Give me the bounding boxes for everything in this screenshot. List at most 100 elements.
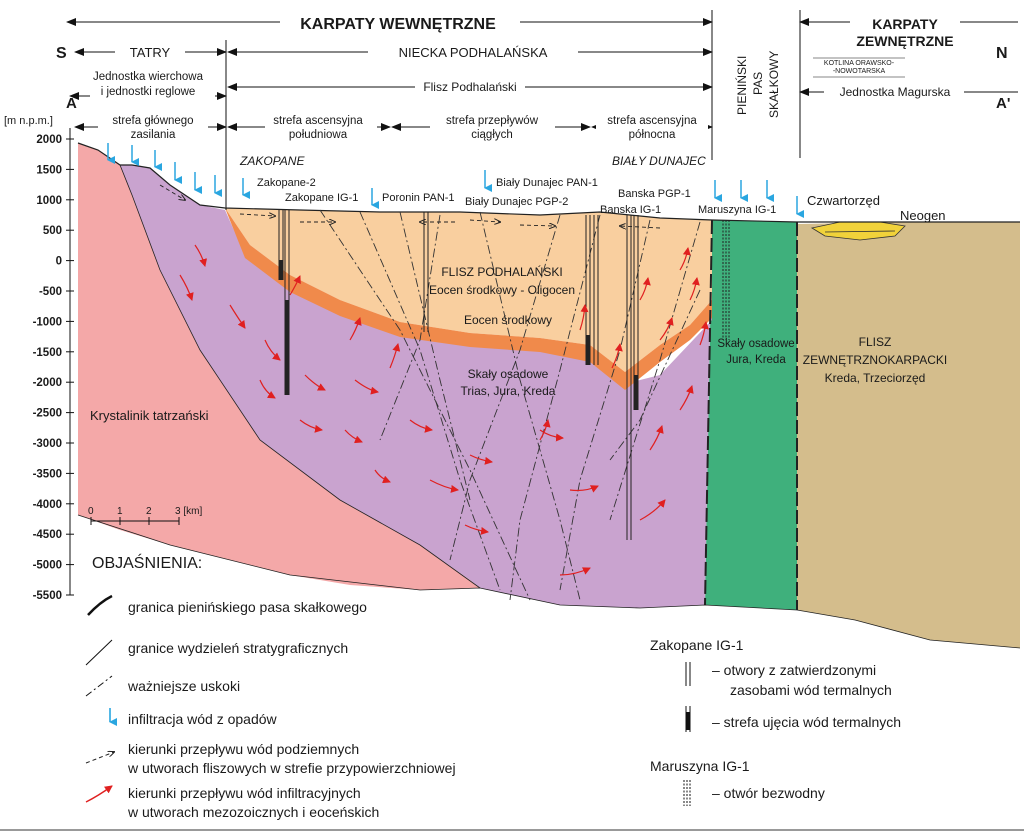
label-neogen: Neogen [900,208,946,223]
fault-line [379,214,441,441]
deep-flow-arrow [659,317,674,341]
deep-flow-arrow [194,244,208,267]
y-axis-tick-label: -500 [39,286,62,298]
well-maruszyna-ig1 [722,220,730,340]
point-a: A [66,95,77,112]
label-pps-age: Jura, Kreda [726,354,786,366]
deep-flow-arrow [569,485,599,493]
deep-flow-arrow [264,339,281,361]
jednostka-magurska-label: Jednostka Magurska [840,85,951,99]
strefa-glownego-2: zasilania [131,129,176,141]
flisz-podhalanski-label: Flisz Podhalański [423,80,516,94]
label-pps-skaly: Skały osadowe [717,338,794,350]
well-label-bd-pgp2: Biały Dunajec PGP-2 [465,196,568,208]
pieniny-klippen-belt-body [705,220,797,610]
quaternary-line [824,230,896,233]
deep-flow-arrow [639,277,651,301]
kotlina-label-2: -NOWOTARSKA [833,68,886,75]
y-axis-tick-label: 1500 [36,164,62,176]
strefa-przeplywow-2: ciągłych [471,129,513,141]
infiltration-arrows [107,143,804,218]
legend-intake-zone: – strefa ujęcia wód termalnych [712,714,901,730]
deep-flow-arrow [304,374,326,391]
crystalline-boundary [119,164,481,589]
niecka-label: NIECKA PODHALAŃSKA [399,45,548,60]
direction-s: S [56,45,67,62]
legend-wells-approved-2: zasobami wód termalnych [730,682,892,698]
deep-flow-arrow [679,247,691,271]
pieninski-label-1: PIENIŃSKI [734,56,749,115]
scale-tick-3: 3 [km] [175,506,202,517]
scale-tick-2: 2 [146,506,152,517]
place-bialy-dunajec: BIAŁY DUNAJEC [612,154,706,168]
faults [319,209,701,601]
legend-example-dry: Maruszyna IG-1 [650,758,750,774]
deep-flow-arrow [409,419,433,433]
y-axis-tick-label: -5000 [33,560,62,572]
strefa-asc-pd-1: strefa ascensyjna [273,115,363,127]
y-axis-tick-label: -4500 [33,529,62,541]
deep-flow-arrow [389,343,401,369]
eocene-band [225,208,712,390]
fault-line [609,289,701,461]
legend-dry-well: – otwór bezwodny [712,785,825,801]
deep-flow-arrow [349,317,362,341]
deep-flow-arrow [539,419,551,441]
legend-pps-boundary: granica pienińskiego pasa skałkowego [87,594,367,616]
legend-strat-boundaries: granice wydzieleń stratygraficznych [85,639,348,666]
karpaty-wewnetrzne-label: KARPATY WEWNĘTRZNE [300,16,496,33]
crystalline-body [78,143,480,590]
legend-shallow-flow-label-1: kierunki przepływu wód podziemnych [128,741,359,757]
deep-flow-arrow [179,274,194,301]
kotlina-label-1: KOTLINA ORAWSKO- [824,60,895,67]
legend-infiltration: infiltracja wód z opadów [109,708,278,727]
deep-flow-arrow [679,385,694,411]
y-axis-tick-label: -1500 [33,347,62,359]
fault-line [449,214,561,561]
deep-flow-arrow [259,379,276,399]
deep-flow-arrow [354,379,379,395]
y-axis-tick-label: -2500 [33,408,62,420]
y-axis-tick-label: -1000 [33,316,62,328]
fault-line [359,211,501,591]
deep-flow-arrow [649,425,664,451]
deep-flow-arrow [289,275,301,296]
label-flisz-podhalanski-age: Eocen środkowy - Oligocen [429,283,575,297]
legend-faults-label: ważniejsze uskoki [127,678,240,694]
well-label-banska-pgp1: Banska PGP-1 [618,188,691,200]
deep-flow-arrow [299,419,323,433]
deep-flow-arrow [374,469,391,484]
legend-infiltration-label: infiltracja wód z opadów [128,711,278,727]
base-line [77,514,1021,649]
legend: OBJAŚNIENIA: granica pienińskiego pasa s… [85,553,901,820]
y-axis-tick-label: -5500 [33,590,62,602]
y-axis-tick-label: -3000 [33,438,62,450]
fault-line [509,214,601,601]
legend-wells-approved-1: – otwory z zatwierdzonymi [712,662,876,678]
shallow-flow-arrows [159,184,661,228]
y-axis-tick-label: 0 [56,256,62,268]
legend-pps-boundary-label: granica pienińskiego pasa skałkowego [128,599,367,615]
label-flisz-zew-3: Kreda, Trzeciorzęd [825,371,926,385]
label-eocen: Eocen środkowy [464,313,552,327]
label-krystalinik: Krystalinik tatrzański [90,408,209,423]
pieninski-label: PIENIŃSKI [734,56,749,115]
label-skaly-osadowe: Skały osadowe [468,367,549,381]
deep-flow-arrow [464,524,489,535]
label-skaly-osadowe-age: Trias, Jura, Kreda [461,384,556,398]
jednostka-wierchowa-2: i jednostki reglowe [101,86,196,98]
legend-faults: ważniejsze uskoki [85,675,240,697]
deep-flow-arrow [344,429,363,444]
well-bialy-dunajec-pgp2 [593,215,599,365]
shallow-flow-arrow [239,214,275,216]
y-axis-tick-label: -3500 [33,468,62,480]
strefa-asc-pd-2: południowa [289,129,348,141]
well-label-zakopane-ig1: Zakopane IG-1 [285,192,358,204]
legend-deep-flow: kierunki przepływu wód infiltracyjnych w… [85,785,379,820]
skalkowy-label: SKAŁKOWY [767,51,781,118]
strefa-przeplywow-1: strefa przepływów [446,115,539,127]
well-label-maruszyna: Maruszyna IG-1 [698,204,776,216]
deep-flow-arrow [559,567,591,576]
well-zakopane-ig1 [284,210,290,395]
